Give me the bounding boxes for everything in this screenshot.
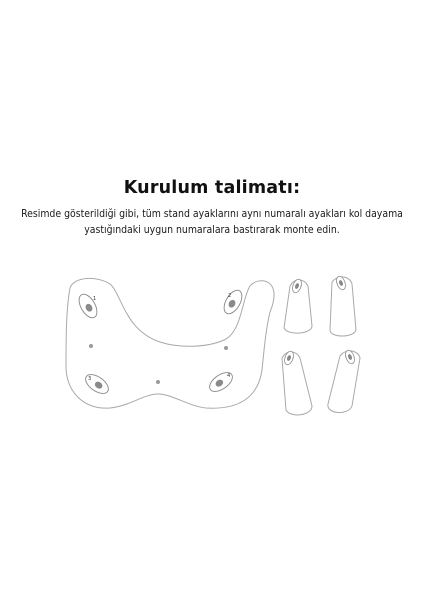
pillow-slot-label-3: 3: [88, 376, 91, 382]
instruction-text: Resimde gösterildiği gibi, tüm stand aya…: [0, 206, 424, 238]
pillow-slot-1: 1: [78, 293, 98, 319]
stand-leg-1: [283, 278, 313, 334]
pillow-slot-2: 2: [223, 289, 243, 315]
stand-leg-3: [281, 350, 313, 416]
assembly-diagram: 1 2 3 4: [65, 275, 361, 416]
pillow-slot-label-2: 2: [228, 293, 231, 299]
stand-leg-2: [329, 275, 357, 337]
instruction-line-2: yastığındaki uygun numaralara bastırarak…: [84, 224, 340, 236]
pillow-slot-4: 4: [209, 372, 233, 392]
pillow-slot-3: 3: [85, 374, 109, 394]
pillow-slot-label-4: 4: [227, 373, 230, 379]
pillow-dot-right: [224, 346, 228, 350]
pillow-slot-label-1: 1: [93, 296, 96, 302]
instruction-line-1: Resimde gösterildiği gibi, tüm stand aya…: [21, 208, 403, 220]
pillow-dot-center: [156, 380, 160, 384]
page-title: Kurulum talimatı:: [123, 178, 301, 198]
pillow-dot-left: [89, 344, 93, 348]
stand-leg-4: [327, 349, 361, 413]
